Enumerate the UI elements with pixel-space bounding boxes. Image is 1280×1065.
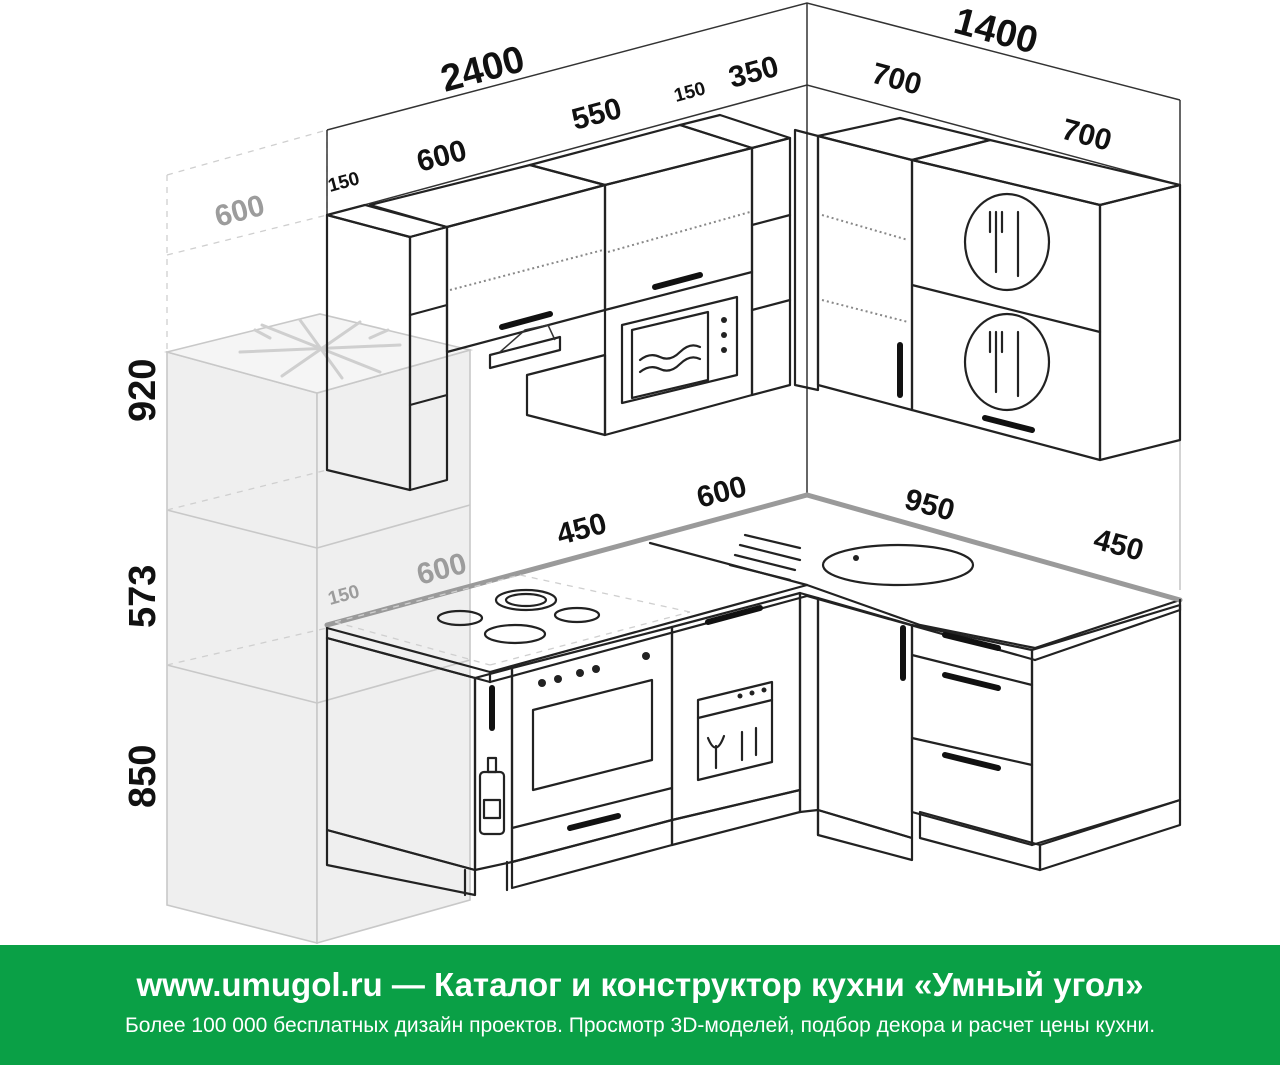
- dishwasher-icon: [696, 680, 774, 782]
- drawer-cabinet: [910, 603, 1182, 872]
- sink-icon: [728, 533, 975, 587]
- kitchen-diagram: 2400 1400 150 600 550 150 350 700 700 60…: [122, 0, 1183, 945]
- dim-wall-600: 600: [413, 134, 470, 179]
- cutlery-icon: [963, 312, 1051, 412]
- oven-cabinet: [505, 625, 674, 892]
- right-upper-cabinet: [910, 138, 1182, 462]
- dim-wall-700-a: 700: [868, 57, 925, 102]
- dim-base-950: 950: [901, 483, 958, 528]
- dim-top-right-total: 1400: [950, 0, 1043, 62]
- footer-subtitle: Более 100 000 бесплатных дизайн проектов…: [124, 1014, 1156, 1037]
- snowflake-icon: [238, 318, 402, 380]
- microwave-cabinet: [528, 123, 754, 437]
- dim-wall-150-mid: 150: [672, 78, 708, 106]
- cooker-hood-icon: [488, 324, 562, 370]
- dim-height-850: 850: [122, 745, 164, 808]
- dim-wall-700-b: 700: [1058, 113, 1115, 158]
- corner-open-shelf: [678, 113, 820, 397]
- dim-height-573: 573: [122, 565, 164, 628]
- dim-wall-550: 550: [568, 92, 625, 137]
- dim-base-600-mid: 600: [693, 470, 750, 515]
- bottle-icon: [478, 756, 506, 836]
- dim-wall-350: 350: [725, 50, 782, 95]
- dim-fridge-depth: 600: [211, 189, 268, 234]
- footer-banner: www.umugol.ru — Каталог и конструктор ку…: [0, 945, 1280, 1065]
- dim-wall-150-left: 150: [326, 168, 362, 196]
- microwave-icon: [620, 295, 739, 405]
- dim-base-450-left: 450: [553, 507, 610, 552]
- dim-top-total: 2400: [436, 38, 529, 100]
- hood-lower-box: [525, 353, 607, 437]
- cooktop-burners: [436, 588, 601, 645]
- dim-base-450-right: 450: [1090, 523, 1147, 568]
- dishwasher-cabinet: [670, 591, 802, 847]
- oven-icon: [531, 678, 654, 792]
- walls: [806, 85, 1181, 590]
- footer-title[interactable]: www.umugol.ru — Каталог и конструктор ку…: [136, 966, 1144, 1003]
- cutlery-icon: [963, 192, 1051, 292]
- corner-base-cabinet: [798, 591, 914, 862]
- fridge-ghost: [163, 313, 474, 945]
- dim-height-920: 920: [122, 359, 164, 422]
